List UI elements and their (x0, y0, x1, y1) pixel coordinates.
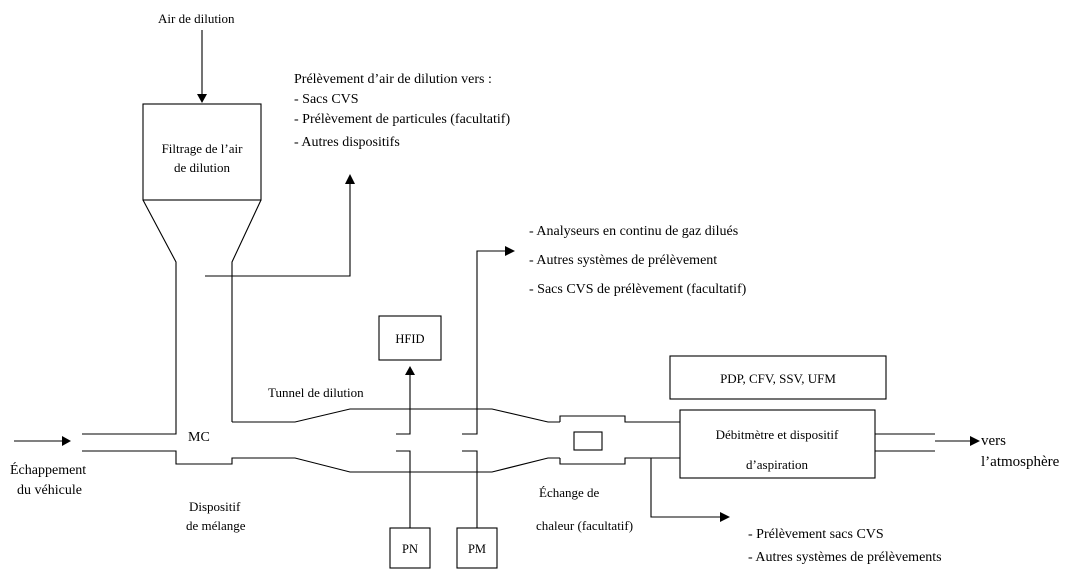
bags-item-2: - Autres systèmes de prélèvements (748, 550, 942, 565)
flowmeter-box (679, 409, 876, 479)
pn-box (389, 527, 431, 569)
heat-exchanger-element (573, 431, 603, 451)
air-inlet-arrowhead (197, 94, 207, 103)
hfid-sample-line (396, 375, 411, 435)
exhaust-inlet-arrowhead (62, 436, 71, 446)
hopper-left-wall (82, 199, 177, 435)
bag-sample-arrowhead (720, 512, 730, 522)
tunnel-top-wall (232, 408, 560, 423)
analyzer-arrowhead (505, 246, 515, 256)
pdp-label: PDP, CFV, SSV, UFM (720, 371, 836, 386)
air-dilution-label: Air de dilution (158, 11, 235, 26)
pm-sample-line (462, 450, 478, 528)
sampling-title: Prélèvement d’air de dilution vers : (294, 72, 492, 87)
mixing-label-line1: Dispositif (189, 499, 241, 514)
flowmeter-label-line1: Débitmètre et dispositif (716, 427, 839, 442)
bags-item-1: - Prélèvement sacs CVS (748, 527, 884, 542)
mixing-label-line2: de mélange (186, 518, 246, 533)
sampling-item-1: - Sacs CVS (294, 92, 359, 107)
hfid-box (378, 315, 442, 361)
sampling-item-2: - Prélèvement de particules (facultatif) (294, 112, 510, 127)
heat-label-line2: chaleur (facultatif) (536, 518, 633, 533)
flowmeter-label-line2: d’aspiration (746, 457, 809, 472)
analyzer-sample-line (462, 250, 505, 435)
pm-box (456, 527, 498, 569)
sampling-item-3: - Autres dispositifs (294, 135, 400, 150)
pn-label: PN (402, 542, 418, 556)
hopper-right-wall (231, 199, 262, 422)
filter-label-line2: de dilution (174, 160, 230, 175)
vers-label-line1: vers (981, 433, 1006, 449)
exhaust-label-line1: Échappement (10, 461, 86, 478)
pm-label: PM (468, 542, 486, 556)
analyzers-item-3: - Sacs CVS de prélèvement (facultatif) (529, 282, 747, 297)
heat-exchanger-outline-bottom (559, 457, 680, 465)
heat-label-line1: Échange de (539, 485, 600, 500)
tunnel-bottom-wall (82, 450, 560, 473)
mc-label: MC (188, 430, 210, 445)
pn-sample-line (396, 450, 411, 528)
pdp-box (669, 355, 887, 400)
tunnel-label: Tunnel de dilution (268, 385, 364, 400)
dilution-sampling-line (205, 184, 351, 277)
analyzers-item-1: - Analyseurs en continu de gaz dilués (529, 224, 738, 239)
outlet-arrowhead (970, 436, 980, 446)
hfid-arrowhead (405, 366, 415, 375)
filter-label-line1: Filtrage de l’air (162, 141, 244, 156)
filter-box (142, 103, 262, 201)
vers-label-line2: l’atmosphère (981, 454, 1060, 470)
bag-sample-line (650, 458, 720, 518)
analyzers-item-2: - Autres systèmes de prélèvement (529, 253, 717, 268)
heat-exchanger-outline (559, 415, 680, 423)
exhaust-label-line2: du véhicule (17, 483, 82, 498)
hfid-label: HFID (395, 332, 424, 346)
dilution-sampling-arrowhead (345, 174, 355, 184)
